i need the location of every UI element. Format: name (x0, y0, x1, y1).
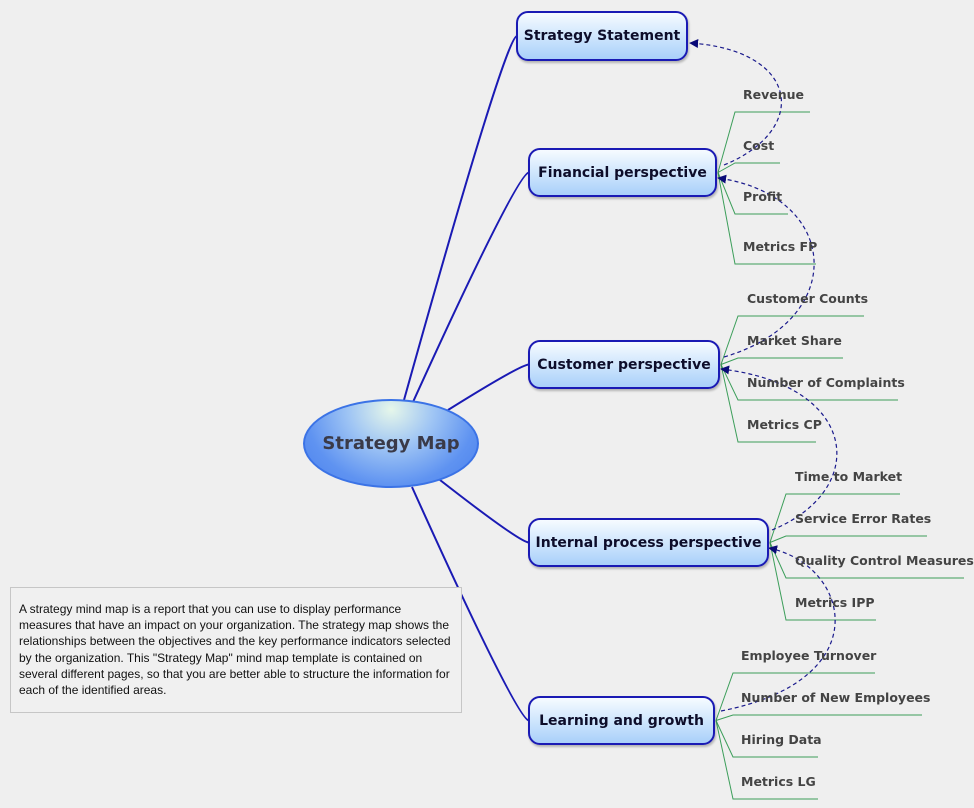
branch-node-learning[interactable]: Learning and growth (528, 696, 715, 745)
connector-root-learning (411, 486, 530, 722)
leaf-connector-financial-2 (717, 172, 788, 215)
relationship-arrow-1[interactable] (717, 174, 815, 358)
description-note: A strategy mind map is a report that you… (10, 587, 462, 713)
leaf-internal-2[interactable]: Quality Control Measures (795, 553, 974, 568)
leaf-financial-0[interactable]: Revenue (743, 87, 805, 102)
leaf-learning-1[interactable]: Number of New Employees (741, 690, 931, 705)
leaf-connector-financial-1 (717, 162, 780, 173)
leaf-customer-2[interactable]: Number of Complaints (747, 375, 905, 390)
leaf-internal-1[interactable]: Service Error Rates (795, 511, 932, 526)
branch-node-customer[interactable]: Customer perspective (528, 340, 720, 389)
leaf-connector-internal-2 (769, 542, 964, 579)
leaf-customer-3[interactable]: Metrics CP (747, 417, 822, 432)
leaf-connector-learning-1 (715, 714, 922, 721)
leaf-connector-internal-1 (769, 535, 927, 543)
leaf-internal-3[interactable]: Metrics IPP (795, 595, 875, 610)
relationship-arrow-3[interactable] (720, 545, 836, 712)
connector-root-financial (412, 171, 530, 403)
leaf-customer-1[interactable]: Market Share (747, 333, 842, 348)
leaf-learning-2[interactable]: Hiring Data (741, 732, 822, 747)
leaf-connector-internal-0 (769, 493, 900, 543)
leaf-learning-3[interactable]: Metrics LG (741, 774, 816, 789)
branch-node-strategy[interactable]: Strategy Statement (516, 11, 688, 61)
leaf-financial-2[interactable]: Profit (743, 189, 783, 204)
leaf-connector-customer-3 (720, 364, 816, 443)
connector-root-strategy (403, 35, 518, 401)
leaf-customer-0[interactable]: Customer Counts (747, 291, 869, 306)
leaf-connector-learning-0 (715, 672, 875, 721)
leaf-internal-0[interactable]: Time to Market (795, 469, 903, 484)
branch-node-internal[interactable]: Internal process perspective (528, 518, 769, 567)
branch-node-financial[interactable]: Financial perspective (528, 148, 717, 197)
leaf-connector-customer-1 (720, 357, 843, 365)
connector-root-internal (439, 479, 530, 544)
relationship-arrow-0[interactable] (689, 39, 782, 166)
leaf-learning-0[interactable]: Employee Turnover (741, 648, 877, 663)
leaf-financial-3[interactable]: Metrics FP (743, 239, 818, 254)
root-node-strategy-map[interactable]: Strategy Map (303, 399, 479, 488)
leaf-connector-financial-0 (717, 111, 810, 173)
leaf-connector-learning-3 (715, 720, 818, 800)
leaf-connector-internal-3 (769, 542, 876, 621)
leaf-connector-learning-2 (715, 720, 818, 758)
leaf-connector-customer-0 (720, 315, 864, 365)
leaf-connector-customer-2 (720, 364, 898, 401)
leaf-financial-1[interactable]: Cost (743, 138, 775, 153)
connector-root-customer (447, 363, 530, 411)
relationship-arrow-2[interactable] (720, 365, 838, 531)
leaf-connector-financial-3 (717, 172, 816, 265)
